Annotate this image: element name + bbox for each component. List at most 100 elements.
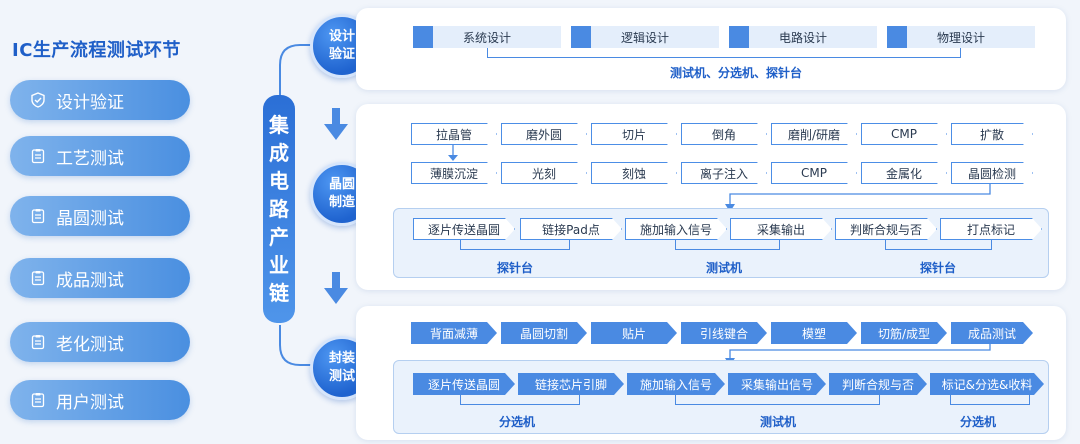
sidebar-item-final-test[interactable]: 成品测试 (10, 258, 190, 298)
step-system-design: 系统设计 (413, 26, 561, 48)
step-apply-input: 施加输入信号 (627, 373, 725, 395)
step-ink-marking: 打点标记 (940, 218, 1042, 240)
chain-char: 产 (269, 225, 289, 249)
step-label: 薄膜沉淀 (429, 166, 478, 181)
step-label: 切片 (621, 127, 646, 142)
step-label: 磨削/研磨 (787, 127, 841, 142)
step-label: 背面减薄 (429, 326, 478, 341)
step-wafer-inspection: 晶圆检测 (951, 162, 1033, 184)
chain-connector-lines (279, 44, 320, 366)
step-cmp-2: CMP (771, 162, 857, 184)
step-label: CMP (891, 127, 917, 141)
step-od-grinding: 磨外圆 (501, 123, 587, 145)
bracket (675, 395, 880, 405)
step-logic-design: 逻辑设计 (571, 26, 719, 48)
step-label: 光刻 (531, 166, 556, 181)
step-diffusion: 扩散 (951, 123, 1033, 145)
chain-char: 路 (269, 197, 289, 221)
sidebar-item-label: 老化测试 (56, 334, 124, 355)
step-wafer-dicing: 晶圆切割 (501, 322, 587, 344)
sidebar-item-label: 成品测试 (56, 270, 124, 291)
step-lapping: 磨削/研磨 (771, 123, 857, 145)
step-mark-sort-collect: 标记&分选&收料 (930, 373, 1044, 395)
step-label: 标记&分选&收料 (941, 377, 1033, 392)
checklist-icon (31, 335, 45, 350)
step-label: 逻辑设计 (620, 30, 669, 45)
step-label: 扩散 (979, 127, 1004, 142)
step-label: 倒角 (711, 127, 736, 142)
step-label: 链接Pad点 (542, 222, 600, 237)
down-arrow-icon (324, 108, 348, 140)
step-label: 模塑 (801, 326, 826, 341)
circle-line: 验证 (328, 47, 355, 62)
step-wire-bonding: 引线键合 (681, 322, 767, 344)
bracket (675, 240, 780, 250)
step-label: 施加输入信号 (639, 377, 712, 392)
step-label: 逐片传送晶圆 (427, 222, 500, 237)
step-metallization: 金属化 (861, 162, 947, 184)
page-title: IC生产流程测试环节 (12, 40, 181, 61)
bracket (950, 395, 1030, 405)
equipment-label-prober: 探针台 (497, 261, 534, 275)
down-arrow-icon (324, 272, 348, 304)
step-label: 采集输出 (756, 222, 805, 237)
step-unit-transfer: 逐片传送晶圆 (413, 373, 515, 395)
step-label: 引线键合 (699, 326, 748, 341)
step-label: 物理设计 (936, 30, 985, 45)
sidebar-item-design-verification[interactable]: 设计验证 (10, 80, 190, 120)
equipment-label-handler: 分选机 (499, 415, 536, 429)
equipment-bracket (487, 48, 961, 58)
step-wafer-transfer: 逐片传送晶圆 (413, 218, 515, 240)
sidebar-item-user-test[interactable]: 用户测试 (10, 380, 190, 420)
step-label: 成品测试 (967, 326, 1016, 341)
sidebar-item-label: 用户测试 (56, 392, 124, 413)
step-die-attach: 贴片 (591, 322, 677, 344)
step-label: 贴片 (621, 326, 646, 341)
step-label: 晶圆检测 (967, 166, 1016, 181)
step-cmp: CMP (861, 123, 947, 145)
step-label: 刻蚀 (621, 166, 646, 181)
row-wrap-arrow-icon (448, 145, 458, 161)
equipment-label-tester: 测试机 (706, 261, 743, 275)
step-crystal-pulling: 拉晶管 (411, 123, 497, 145)
step-back-grinding: 背面减薄 (411, 322, 497, 344)
step-label: 系统设计 (462, 30, 511, 45)
step-label: 链接芯片引脚 (534, 377, 607, 392)
sidebar-item-process-test[interactable]: 工艺测试 (10, 136, 190, 176)
sidebar-item-label: 工艺测试 (56, 148, 124, 169)
sidebar-item-burn-in-test[interactable]: 老化测试 (10, 322, 190, 362)
bracket (460, 395, 580, 405)
chain-char: 成 (269, 141, 289, 165)
shield-check-icon (31, 92, 45, 108)
step-label: 判断合规与否 (849, 222, 922, 237)
step-label: 离子注入 (699, 166, 748, 181)
step-label: 打点标记 (966, 222, 1015, 237)
step-label: CMP (801, 166, 827, 180)
chain-char: 业 (269, 253, 289, 277)
bracket (460, 240, 570, 250)
sidebar-item-label: 晶圆测试 (56, 208, 124, 229)
circle-line: 测试 (328, 369, 355, 384)
equipment-label-tester: 测试机 (760, 415, 797, 429)
step-pad-contact: 链接Pad点 (520, 218, 622, 240)
step-apply-input: 施加输入信号 (625, 218, 727, 240)
step-label: 施加输入信号 (639, 222, 712, 237)
step-etching: 刻蚀 (591, 162, 677, 184)
bracket (885, 240, 992, 250)
step-molding: 模塑 (771, 322, 857, 344)
circle-line: 设计 (328, 29, 355, 44)
step-label: 电路设计 (778, 30, 827, 45)
circle-line: 制造 (328, 195, 355, 210)
equipment-label-handler: 分选机 (960, 415, 997, 429)
step-label: 逐片传送晶圆 (427, 377, 500, 392)
step-edge-chamfer: 倒角 (681, 123, 767, 145)
equipment-label-prober: 探针台 (920, 261, 957, 275)
chain-char: 链 (269, 281, 289, 305)
checklist-icon (31, 149, 45, 164)
step-thin-film-deposition: 薄膜沉淀 (411, 162, 497, 184)
checklist-icon (31, 393, 45, 408)
step-trim-form: 切筋/成型 (861, 322, 947, 344)
design-equipment-label: 测试机、分选机、探针台 (670, 66, 803, 80)
sidebar-item-label: 设计验证 (56, 92, 124, 113)
sidebar-item-wafer-test[interactable]: 晶圆测试 (10, 196, 190, 236)
